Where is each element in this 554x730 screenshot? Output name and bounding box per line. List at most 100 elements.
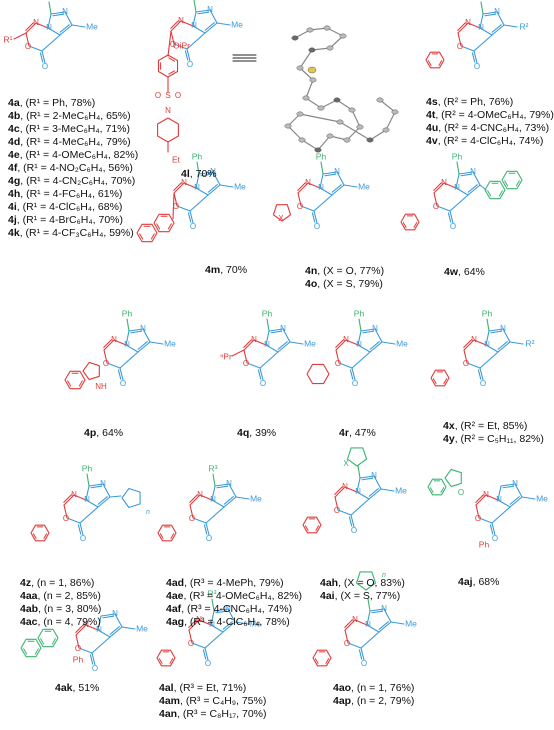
xray-atom [356, 124, 364, 130]
oxadiazine-double-bond [344, 619, 356, 631]
oxadiazine-bond [433, 192, 438, 207]
carbonyl-bond [479, 367, 484, 381]
imidazole-bond [455, 173, 460, 189]
imidazole-double-bond [197, 11, 210, 15]
carbonyl-bond [39, 52, 44, 63]
imidazole-bond [514, 483, 523, 498]
oxadiazine-bond [334, 496, 339, 511]
aromatic-bond [304, 525, 309, 531]
oxadiazine-bond [344, 486, 358, 493]
bond [219, 184, 234, 188]
imidazole-double-bond [195, 9, 211, 13]
compound-entry: 4l, 70% [181, 168, 217, 181]
compound-entry: 4i, (R¹ = 4-ClC₆H₄, 68%) [8, 201, 138, 214]
lactone-bond [300, 205, 315, 212]
oxadiazine-double-bond [463, 339, 472, 348]
compound-entry: 4ae, (R³ = 4-OMeC₆H₄, 82%) [166, 590, 302, 603]
oxadiazine-bond [73, 494, 87, 501]
nitrogen-atom: N [371, 471, 377, 480]
carbonyl-bond [259, 367, 264, 381]
carbonyl-bond [473, 50, 478, 64]
compound-yield: , (X = S, 79%) [317, 278, 383, 290]
compound-entry: 4q, 39% [237, 427, 276, 440]
compound-yield: , (n = 3, 80%) [38, 603, 102, 615]
compound-yield: , (R³ = Et, 71%) [173, 682, 247, 694]
compound-label-4s-list: 4s, (R² = Ph, 76%)4t, (R² = 4-OMeC₆H₄, 7… [426, 96, 554, 148]
carbonyl-bond [257, 369, 262, 380]
oxadiazine-bond [473, 339, 487, 346]
aromatic-bond [168, 57, 176, 62]
lactone-bond [491, 506, 511, 524]
bond [193, 0, 197, 13]
compound-entry: 4ai, (X = S, 77%) [320, 590, 405, 603]
aromatic-bond [156, 223, 161, 230]
oxadiazine-double-bond [170, 20, 182, 32]
imidazole-bond [485, 344, 499, 353]
imidazole-double-bond [509, 496, 520, 505]
imidazole-double-bond [215, 610, 228, 614]
compound-yield: , (R² = Ph, 76%) [437, 96, 514, 108]
right-substituent-label: Me [86, 21, 98, 31]
imidazole-double-bond [490, 330, 503, 334]
compound-yield: , (R³ = 4-OMeC₆H₄, 82%) [183, 590, 303, 602]
imidazole-bond [383, 608, 392, 623]
right-substituent-label: Me [234, 181, 246, 191]
compound-code: 4a [8, 97, 20, 109]
imidazole-bond [97, 629, 111, 638]
cycloalkyl-ring [121, 487, 141, 509]
lactone-bond [360, 631, 380, 649]
imidazole-double-bond [214, 483, 230, 487]
compound-code: 4v [426, 135, 438, 147]
imidazole-bond [282, 328, 291, 343]
oxygen-atom: O [189, 514, 195, 523]
oxygen-atom: O [458, 488, 464, 497]
nitrogen-atom: N [210, 167, 216, 176]
compound-entry: 4o, (X = S, 79%) [305, 278, 384, 291]
imidazole-double-bond [216, 485, 229, 489]
left-substituent-label: ⁿPr [220, 351, 232, 361]
compound-yield: , (X = S, 77%) [334, 590, 401, 602]
imidazole-bond [357, 344, 371, 353]
compound-code: 4aj [458, 576, 473, 588]
compound-code: 4ah [320, 577, 339, 589]
oxadiazine-bond [253, 339, 267, 346]
aromatic-bond [167, 223, 172, 230]
imidazole-double-bond [324, 173, 337, 177]
carbonyl-oxygen-atom: O [492, 534, 498, 543]
imidazole-bond [195, 187, 209, 196]
compound-entry: 4ao, (n = 1, 76%) [333, 682, 414, 695]
compound-yield: , (R³ = 4-MePh, 79%) [184, 577, 284, 589]
phenyl-ring [312, 649, 332, 667]
imidazole-double-bond [369, 608, 385, 612]
oxygen-atom: O [433, 202, 439, 211]
carbonyl-bond [204, 647, 209, 661]
oxadiazine-double-bond [173, 182, 182, 191]
oxadiazine-double-bond [475, 494, 487, 506]
lactone-bond [246, 362, 261, 369]
ring-size-label: n [382, 572, 386, 579]
xray-bond [351, 109, 361, 128]
oxadiazine-bond [485, 494, 499, 501]
xray-atom [326, 133, 334, 139]
compound-yield: , (R¹ = 4-CF₃C₆H₄, 59%) [19, 227, 134, 239]
oxadiazine-double-bond [173, 182, 185, 194]
bond [121, 626, 136, 630]
nitrogen-atom: N [84, 495, 90, 504]
compound-code: 4x [443, 420, 455, 432]
carbonyl-bond [186, 48, 191, 62]
compound-entry: 4c, (R¹ = 3-MeC₆H₄, 71%) [8, 123, 138, 136]
nitrogen-atom: N [83, 620, 89, 629]
carbonyl-oxygen-atom: O [206, 534, 212, 543]
heteroatom-label: X [343, 459, 349, 468]
compound-yield: , (R¹ = 4-OMeC₆H₄, 82%) [19, 149, 139, 161]
nitrogen-atom: N [496, 495, 502, 504]
bond [235, 496, 250, 500]
compound-entry: 4m, 70% [205, 264, 247, 277]
oxadiazine-bond [188, 629, 193, 644]
imidazole-double-bond [277, 341, 291, 353]
compound-label-4aj: 4aj, 68% [458, 576, 499, 589]
imidazole-double-bond [378, 621, 392, 633]
oxygen-atom: O [75, 644, 81, 653]
oxadiazine-double-bond [457, 22, 466, 31]
compound-code: 4o [305, 278, 318, 290]
